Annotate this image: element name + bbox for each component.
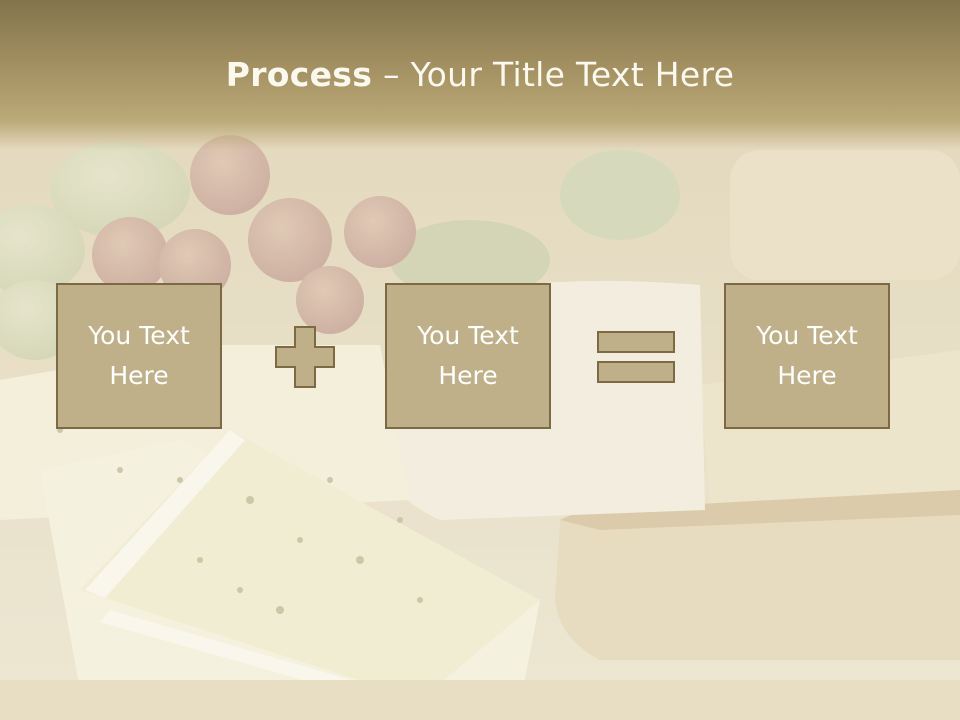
process-box-2-text: You Text Here [417, 321, 519, 390]
process-box-1: You Text Here [56, 283, 222, 429]
process-box-3-text: You Text Here [756, 321, 858, 390]
slide-title: Process – Your Title Text Here [0, 52, 960, 98]
process-box-3: You Text Here [724, 283, 890, 429]
plus-icon [275, 326, 335, 388]
title-text: Your Title Text Here [410, 55, 735, 94]
process-box-1-text: You Text Here [88, 321, 190, 390]
title-band [0, 0, 960, 150]
title-separator: – [372, 55, 411, 94]
process-box-2: You Text Here [385, 283, 551, 429]
equals-icon [597, 331, 675, 383]
title-bold: Process [225, 55, 373, 94]
